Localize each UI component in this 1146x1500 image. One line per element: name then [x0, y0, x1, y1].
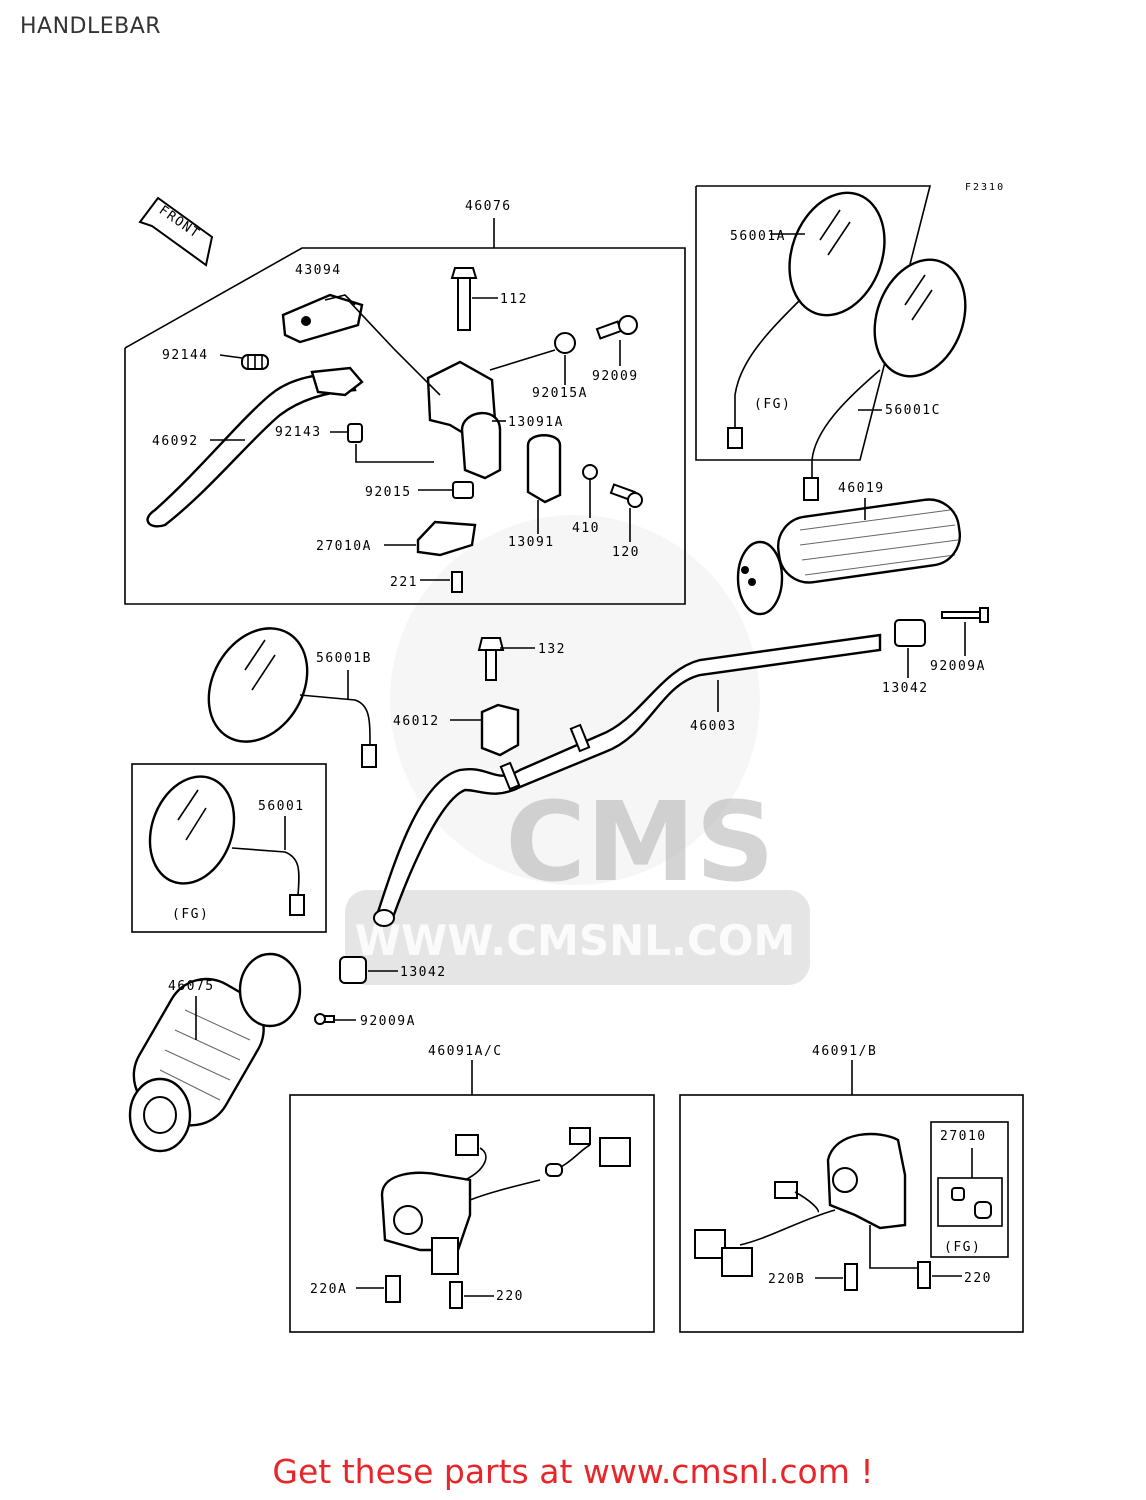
mirror-left-group: 56001 (FG) [131, 763, 327, 933]
label-92144: 92144 [162, 348, 209, 363]
nut-icon [554, 332, 576, 354]
switch-27010-icon [951, 1187, 992, 1219]
label-46003: 46003 [690, 719, 737, 734]
label-56001: 56001 [258, 799, 305, 814]
label-120: 120 [612, 545, 640, 560]
label-92009: 92009 [592, 369, 639, 384]
right-switch-group: 46091/B 220B 220 27010 (FG) [679, 1044, 1024, 1333]
label-92015: 92015 [365, 485, 412, 500]
bushing-icon [347, 423, 363, 443]
label-221: 221 [390, 575, 418, 590]
label-46091B: 46091/B [812, 1044, 877, 1059]
bar-end-weight-right-icon [894, 619, 926, 647]
label-56001C: 56001C [885, 403, 941, 418]
lever-assembly-group: 46076 46092 43094 92144 92143 112 [124, 199, 686, 605]
label-13091A: 13091A [508, 415, 564, 430]
label-46091AC: 46091A/C [428, 1044, 503, 1059]
label-27010: 27010 [940, 1129, 987, 1144]
fg-mirror-left: (FG) [172, 907, 209, 922]
label-92009A-right: 92009A [930, 659, 986, 674]
label-46075: 46075 [168, 979, 215, 994]
label-220-left: 220 [496, 1289, 524, 1304]
watermark-url: WWW.CMSNL.COM [355, 916, 796, 965]
label-132: 132 [538, 642, 566, 657]
bolt-icon [450, 267, 478, 331]
spring-icon [241, 354, 269, 370]
left-switch-group: 46091A/C 220A 220 [289, 1044, 655, 1333]
label-56001B: 56001B [316, 651, 372, 666]
mirror-56001C-icon [873, 258, 967, 378]
screw-221-icon [451, 571, 463, 593]
label-92015A: 92015A [532, 386, 588, 401]
fg-kit-27010: (FG) [944, 1240, 981, 1255]
label-13042-left: 13042 [400, 965, 447, 980]
bar-end-right-group: 13042 92009A [882, 607, 989, 696]
mirror-right-icon [788, 191, 886, 317]
label-410: 410 [572, 521, 600, 536]
throttle-grip-icon [776, 498, 962, 584]
bar-end-screw-left-icon [314, 1013, 335, 1025]
mirror-56001C-group: 56001C [803, 258, 967, 501]
label-13091: 13091 [508, 535, 555, 550]
label-43094: 43094 [295, 263, 342, 278]
handlebar-holder-group: 132 46012 [393, 637, 566, 757]
clamp-icon [526, 434, 562, 504]
throttle-grip-group: 46019 [736, 481, 962, 616]
label-46092: 46092 [152, 434, 199, 449]
label-46019: 46019 [838, 481, 885, 496]
label-220-right: 220 [964, 1271, 992, 1286]
mirror-right-group: 56001A (FG) [695, 185, 932, 461]
screw-icon [595, 315, 638, 340]
page-title: HANDLEBAR [20, 14, 162, 39]
label-112: 112 [500, 292, 528, 307]
label-220A: 220A [310, 1282, 347, 1297]
footer-link[interactable]: Get these parts at www.cmsnl.com ! [272, 1452, 874, 1491]
bolt-120-icon [609, 483, 643, 508]
label-220B: 220B [768, 1272, 805, 1287]
label-46012: 46012 [393, 714, 440, 729]
washer-icon [582, 464, 598, 480]
lever-cover-icon [281, 293, 364, 344]
left-grip-group: 46075 [128, 952, 302, 1153]
label-46076: 46076 [465, 199, 512, 214]
label-92009A-left: 92009A [360, 1014, 416, 1029]
right-switch-housing-icon [826, 1132, 907, 1230]
mirror-56001B-icon [207, 627, 309, 743]
bar-end-screw-right-icon [941, 607, 989, 623]
label-56001A: 56001A [730, 229, 786, 244]
clutch-switch-icon [416, 520, 477, 557]
bar-end-left-group: 13042 92009A [314, 956, 447, 1029]
handlebar-icon [376, 633, 882, 922]
handlebar-holder-icon [480, 703, 520, 757]
clutch-lever-icon [146, 373, 357, 528]
figure-code: F2310 [965, 182, 1005, 193]
watermark-brand: CMS [505, 778, 774, 906]
label-27010A: 27010A [316, 539, 372, 554]
mirror-56001B-group: 56001B [207, 627, 377, 768]
fg-mirror-right: (FG) [754, 397, 791, 412]
bar-end-weight-left-icon [339, 956, 367, 984]
label-92143: 92143 [275, 425, 322, 440]
label-13042-right: 13042 [882, 681, 929, 696]
nut-92015-icon [452, 481, 474, 499]
front-arrow-icon: FRONT [138, 196, 214, 267]
handlebar-group: 46003 [373, 633, 882, 927]
